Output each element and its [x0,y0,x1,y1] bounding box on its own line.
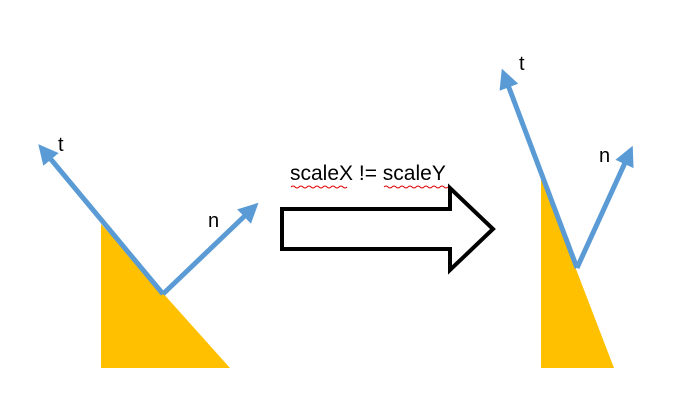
right-normal-label: n [599,145,610,167]
spellcheck-underline-scaley [383,185,449,189]
left-normal-label: n [208,210,219,232]
left-tangent-label: t [58,134,64,156]
transform-arrow [280,183,496,275]
transform-caption: scaleX != scaleY [290,162,446,185]
left-normal-vector [161,202,259,296]
spellcheck-underline-scalex [290,185,348,189]
right-figure: t n [499,53,634,368]
right-normal-vector [574,145,634,270]
right-tangent-label: t [519,53,525,75]
left-figure: t n [38,134,259,368]
transform-group: scaleX != scaleY [280,162,496,275]
right-tangent-vector [499,68,580,269]
left-tangent-vector [38,144,165,296]
